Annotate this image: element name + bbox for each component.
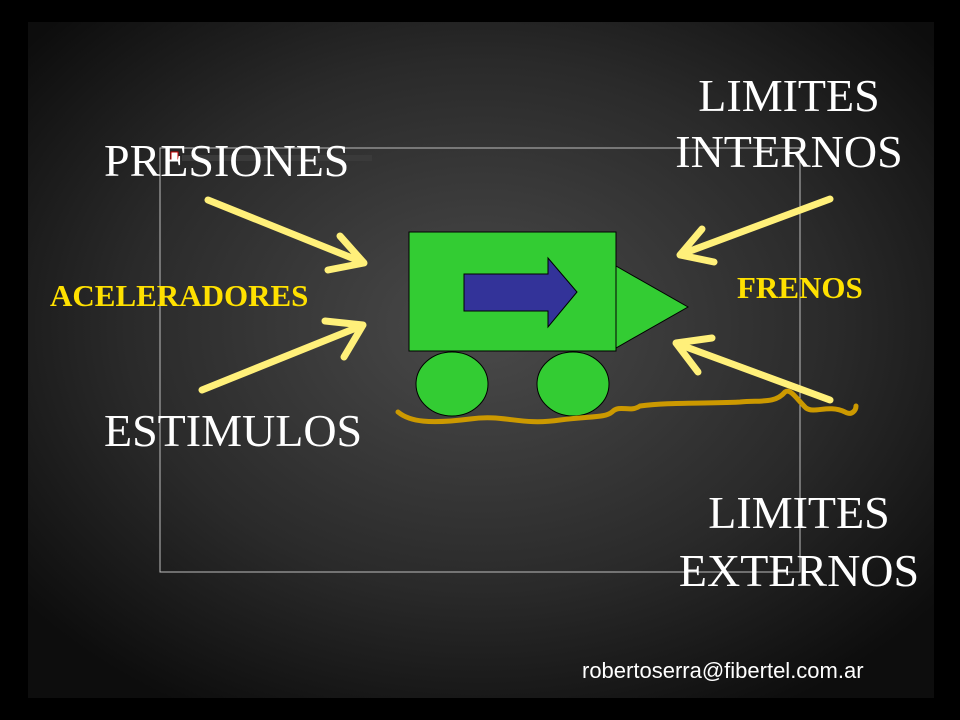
label-limites-internos: LIMITES INTERNOS: [670, 68, 908, 180]
label-limites-externos-line2: EXTERNOS: [678, 545, 920, 596]
arrow-limites-externos: [672, 334, 834, 404]
label-frenos: FRENOS: [737, 270, 863, 305]
label-limites-internos-line1: LIMITES: [698, 70, 880, 121]
arrow-presiones: [204, 196, 368, 274]
vehicle-direction-arrow: [463, 256, 578, 329]
label-limites-internos-line2: INTERNOS: [675, 126, 903, 177]
label-presiones: PRESIONES: [104, 135, 350, 186]
arrow-estimulos: [198, 317, 367, 394]
label-aceleradores: ACELERADORES: [50, 278, 309, 313]
vehicle-wheel-right: [536, 351, 610, 417]
label-limites-externos: LIMITES EXTERNOS: [668, 484, 930, 600]
frame-rectangle: [159, 147, 801, 573]
vehicle-nose-triangle: [615, 265, 690, 349]
broken-image-placeholder: [170, 151, 372, 161]
footer-email: robertoserra@fibertel.com.ar: [582, 658, 864, 683]
arrow-limites-internos: [676, 195, 834, 266]
road-line: [395, 388, 859, 425]
slide-panel: [28, 22, 934, 698]
label-limites-externos-line1: LIMITES: [708, 487, 890, 538]
label-estimulos: ESTIMULOS: [104, 405, 363, 456]
vehicle-wheel-left: [415, 351, 489, 417]
